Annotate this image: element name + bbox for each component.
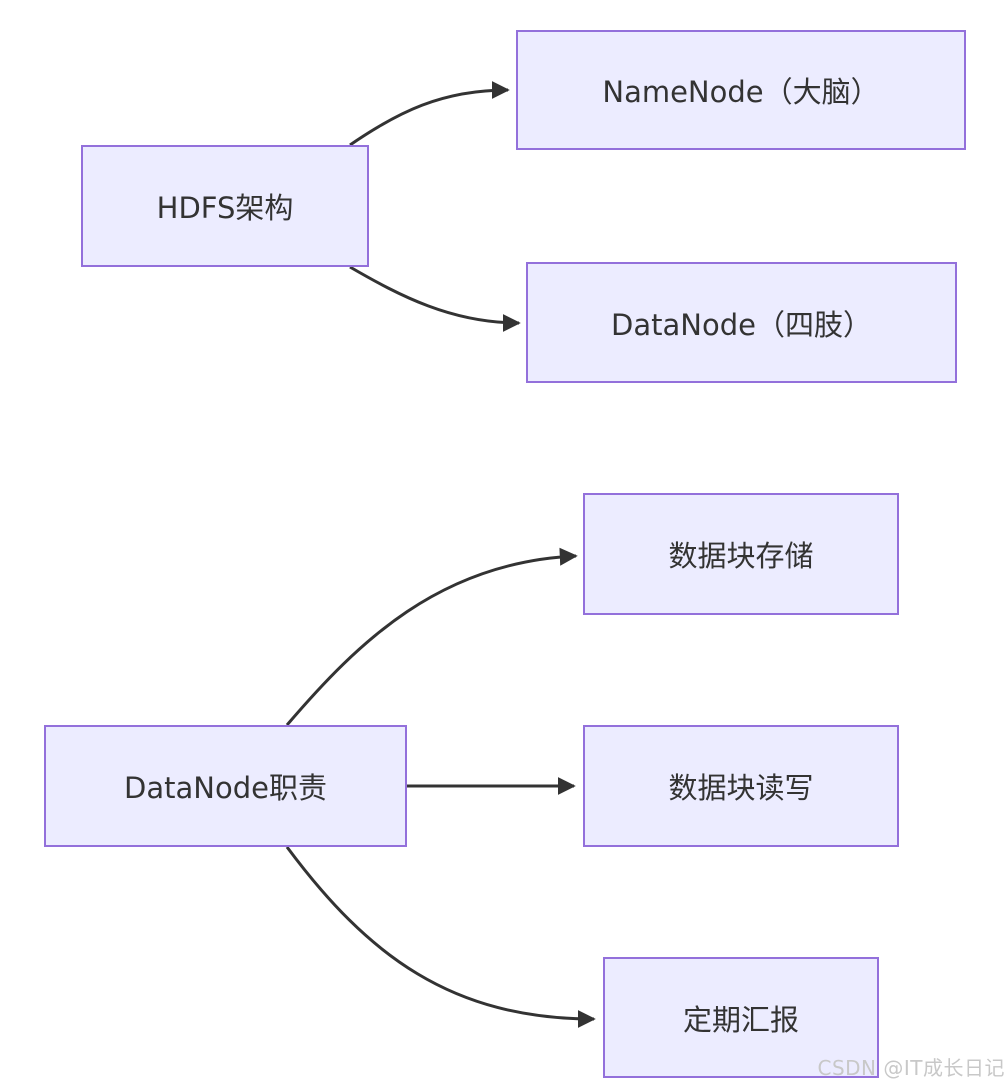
- node-block-storage: 数据块存储: [583, 493, 899, 615]
- edge-hdfs-to-namenode: [349, 81, 510, 147]
- node-periodic-report-label: 定期汇报: [682, 1002, 799, 1037]
- edge-duty-to-storage: [285, 547, 578, 726]
- edge-duty-to-report: [285, 846, 596, 1028]
- node-datanode-duty: DataNode职责: [44, 725, 407, 847]
- node-namenode-label: NameNode（大脑）: [602, 75, 880, 109]
- node-namenode: NameNode（大脑）: [516, 30, 966, 150]
- node-hdfs-architecture-label: HDFS架构: [156, 191, 294, 225]
- edge-hdfs-to-datanode: [349, 265, 521, 332]
- node-block-readwrite-label: 数据块读写: [668, 771, 814, 805]
- csdn-watermark: CSDN @IT成长日记: [817, 1056, 1005, 1080]
- node-block-readwrite: 数据块读写: [583, 725, 899, 847]
- node-datanode-label: DataNode（四肢）: [611, 307, 872, 342]
- node-block-storage-label: 数据块存储: [668, 539, 814, 573]
- node-periodic-report: 定期汇报: [603, 957, 879, 1078]
- node-datanode: DataNode（四肢）: [526, 262, 957, 383]
- node-datanode-duty-label: DataNode职责: [124, 771, 327, 805]
- node-hdfs-architecture: HDFS架构: [81, 145, 369, 267]
